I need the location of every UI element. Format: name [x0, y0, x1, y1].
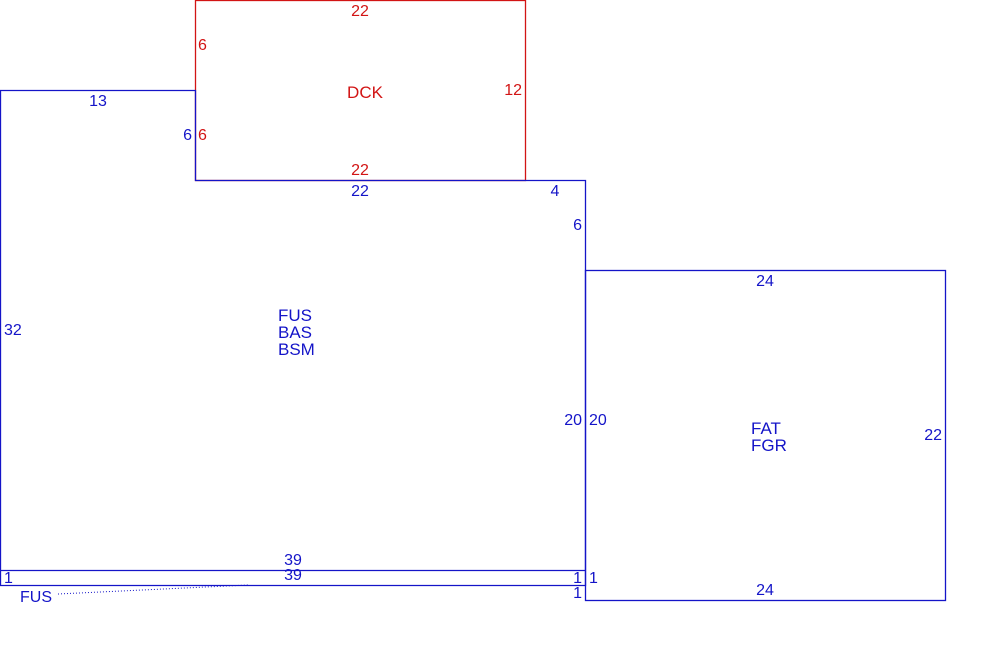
- callout-leader: [57, 584, 249, 595]
- garage-area-label-2: FGR: [751, 436, 787, 455]
- main-left-dimension: 32: [4, 322, 22, 339]
- deck-left-upper-dimension: 6: [198, 37, 207, 54]
- garage-outline: [584, 269, 947, 602]
- deck-area-label: DCK: [347, 83, 384, 102]
- main-top-dimension: 13: [89, 93, 107, 110]
- main-house-outline: [0, 89, 587, 587]
- main-area-label-2: BAS: [278, 323, 312, 342]
- main-step-top-dimension: 4: [551, 183, 560, 200]
- main-area-label-3: BSM: [278, 340, 315, 359]
- strip-right-outer-dimension: 1: [589, 570, 598, 587]
- deck-top-dimension: 22: [351, 3, 369, 20]
- main-bottom-dimension: 39: [284, 552, 302, 569]
- deck-left-lower-dimension: 6: [198, 127, 207, 144]
- strip-top-dimension: 39: [284, 567, 302, 584]
- garage-right-dimension: 22: [924, 427, 942, 444]
- main-notch-side-dimension: 6: [183, 127, 192, 144]
- garage-top-dimension: 24: [756, 273, 774, 290]
- garage-area-label-1: FAT: [751, 419, 781, 438]
- deck-bottom-dimension: 22: [351, 162, 369, 179]
- strip-left-dimension: 1: [4, 570, 13, 587]
- garage-bottom-dimension: 24: [756, 582, 774, 599]
- main-notch-bottom-dimension: 22: [351, 183, 369, 200]
- garage-left-dimension: 20: [589, 412, 607, 429]
- strip-right-inner-dimension: 1: [573, 570, 582, 587]
- strip-right-lower-dimension: 1: [573, 585, 582, 602]
- main-step-side-dimension: 6: [573, 217, 582, 234]
- deck-right-dimension: 12: [504, 82, 522, 99]
- main-right-dimension: 20: [564, 412, 582, 429]
- strip-callout-label: FUS: [20, 589, 52, 606]
- main-area-label-1: FUS: [278, 306, 312, 325]
